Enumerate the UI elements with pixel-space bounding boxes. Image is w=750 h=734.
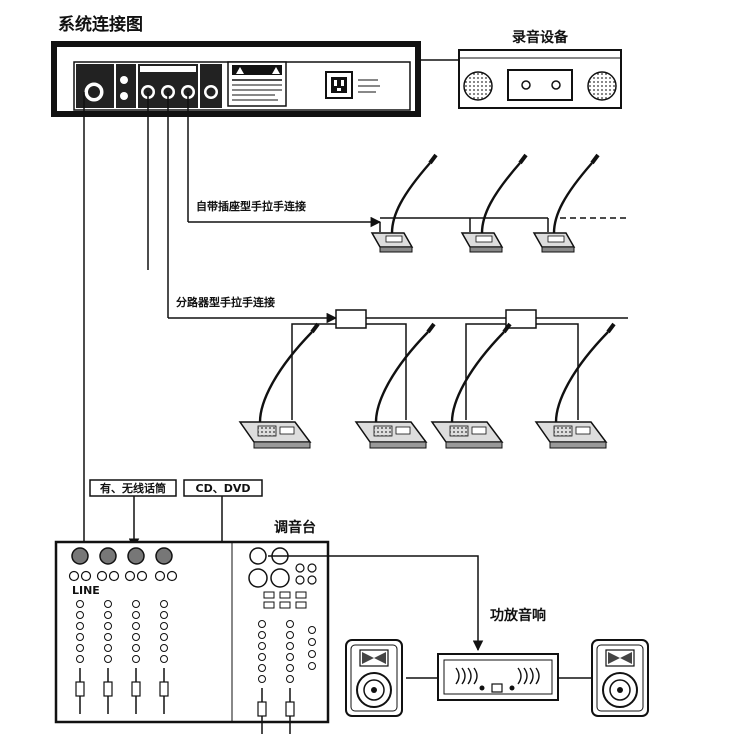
splitter-chain-label: 分路器型手拉手连接 <box>176 295 275 309</box>
left-speaker <box>345 639 403 717</box>
line-input-label: LINE <box>72 584 100 597</box>
cd-dvd-label: CD、DVD <box>196 482 251 495</box>
plugin-chain-label: 自带插座型手拉手连接 <box>196 199 306 213</box>
power-amplifier <box>437 653 559 701</box>
conference-unit-splitter-3 <box>430 322 512 450</box>
right-speaker <box>591 639 649 717</box>
conference-unit-splitter-4 <box>534 322 616 450</box>
wireless-mic-source: 有、无线话筒 <box>89 479 177 497</box>
splitter-chain-bus <box>168 309 628 420</box>
diagram-title: 系统连接图 <box>58 14 143 35</box>
mixer-console: LINE <box>54 540 330 734</box>
mixer-out-cable <box>268 555 484 652</box>
conference-unit-splitter-2 <box>354 322 436 450</box>
conference-unit-plugin-2 <box>460 153 528 254</box>
conference-unit-plugin-3 <box>532 153 600 254</box>
wireless-mic-label: 有、无线话筒 <box>100 481 166 495</box>
cd-dvd-source: CD、DVD <box>183 479 263 497</box>
mixer-label: 调音台 <box>274 519 316 536</box>
main-controller-unit <box>51 41 421 117</box>
plugin-chain-bus <box>188 216 628 232</box>
amp-speakers-label: 功放音响 <box>490 607 546 624</box>
conference-unit-splitter-1 <box>238 322 320 450</box>
recorder-label: 录音设备 <box>512 29 569 46</box>
recorder-device <box>458 49 622 109</box>
conference-unit-plugin-1 <box>370 153 438 254</box>
